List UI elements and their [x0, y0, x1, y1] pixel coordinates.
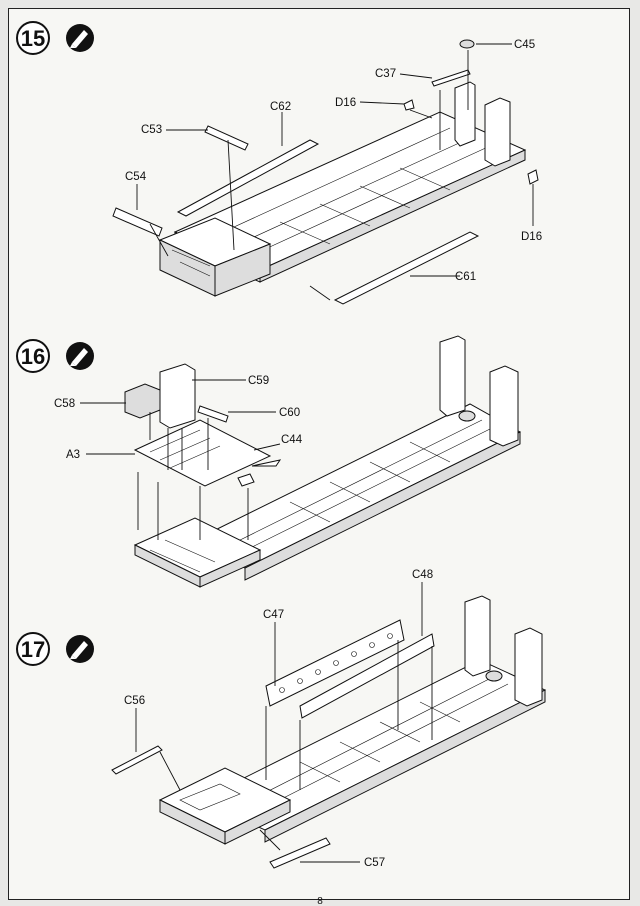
part-c47: [265, 619, 405, 707]
step-number-badge: [16, 339, 50, 373]
label-c53: C53: [141, 124, 162, 136]
glue-icon: [66, 342, 94, 370]
label-c60: C60: [279, 407, 300, 419]
glue-icon: [66, 24, 94, 52]
label-c45: C45: [514, 39, 535, 51]
step-number-badge: [16, 632, 50, 666]
part-c44: [251, 459, 282, 467]
part-c45: [459, 39, 475, 49]
label-c47: C47: [263, 609, 284, 621]
label-c37: C37: [375, 68, 396, 80]
label-c57: C57: [364, 857, 385, 869]
step-number: 16: [21, 344, 45, 369]
label-d16: D16: [335, 97, 356, 109]
label-c56: C56: [124, 695, 145, 707]
part-c48: [299, 633, 435, 719]
label-c58: C58: [54, 398, 75, 410]
chassis-frame: [158, 81, 527, 297]
part-c37: [431, 69, 471, 87]
step-number-badge: [16, 21, 50, 55]
step-number: 17: [21, 637, 45, 662]
step-15: 15: [16, 21, 542, 305]
glue-icon: [66, 635, 94, 663]
label-c62: C62: [270, 101, 291, 113]
part-c53: [204, 125, 249, 151]
chassis-frame: [158, 595, 547, 845]
chassis-frame: [133, 335, 522, 588]
label-c48: C48: [412, 569, 433, 581]
label-c44: C44: [281, 434, 303, 446]
part-c62: [176, 139, 320, 217]
part-d16: [403, 99, 415, 111]
part-c54: [112, 207, 163, 237]
part-c56: [111, 745, 163, 775]
part-c61: [333, 231, 480, 305]
label-d16: D16: [521, 231, 542, 243]
step-number: 15: [21, 26, 45, 51]
part-c44-block: [237, 473, 255, 487]
label-a3: A3: [66, 449, 80, 461]
part-c57: [269, 837, 331, 869]
part-c58: [124, 383, 161, 419]
step-16: 16: [16, 335, 522, 588]
label-c61: C61: [455, 271, 476, 283]
page-number: 8: [317, 896, 323, 906]
part-d16: [527, 169, 539, 185]
label-c54: C54: [125, 171, 147, 183]
step-17: 17: [16, 569, 547, 869]
part-a3: [133, 419, 272, 487]
part-c60: [197, 405, 229, 423]
label-c59: C59: [248, 375, 269, 387]
part-c59: [159, 363, 196, 429]
